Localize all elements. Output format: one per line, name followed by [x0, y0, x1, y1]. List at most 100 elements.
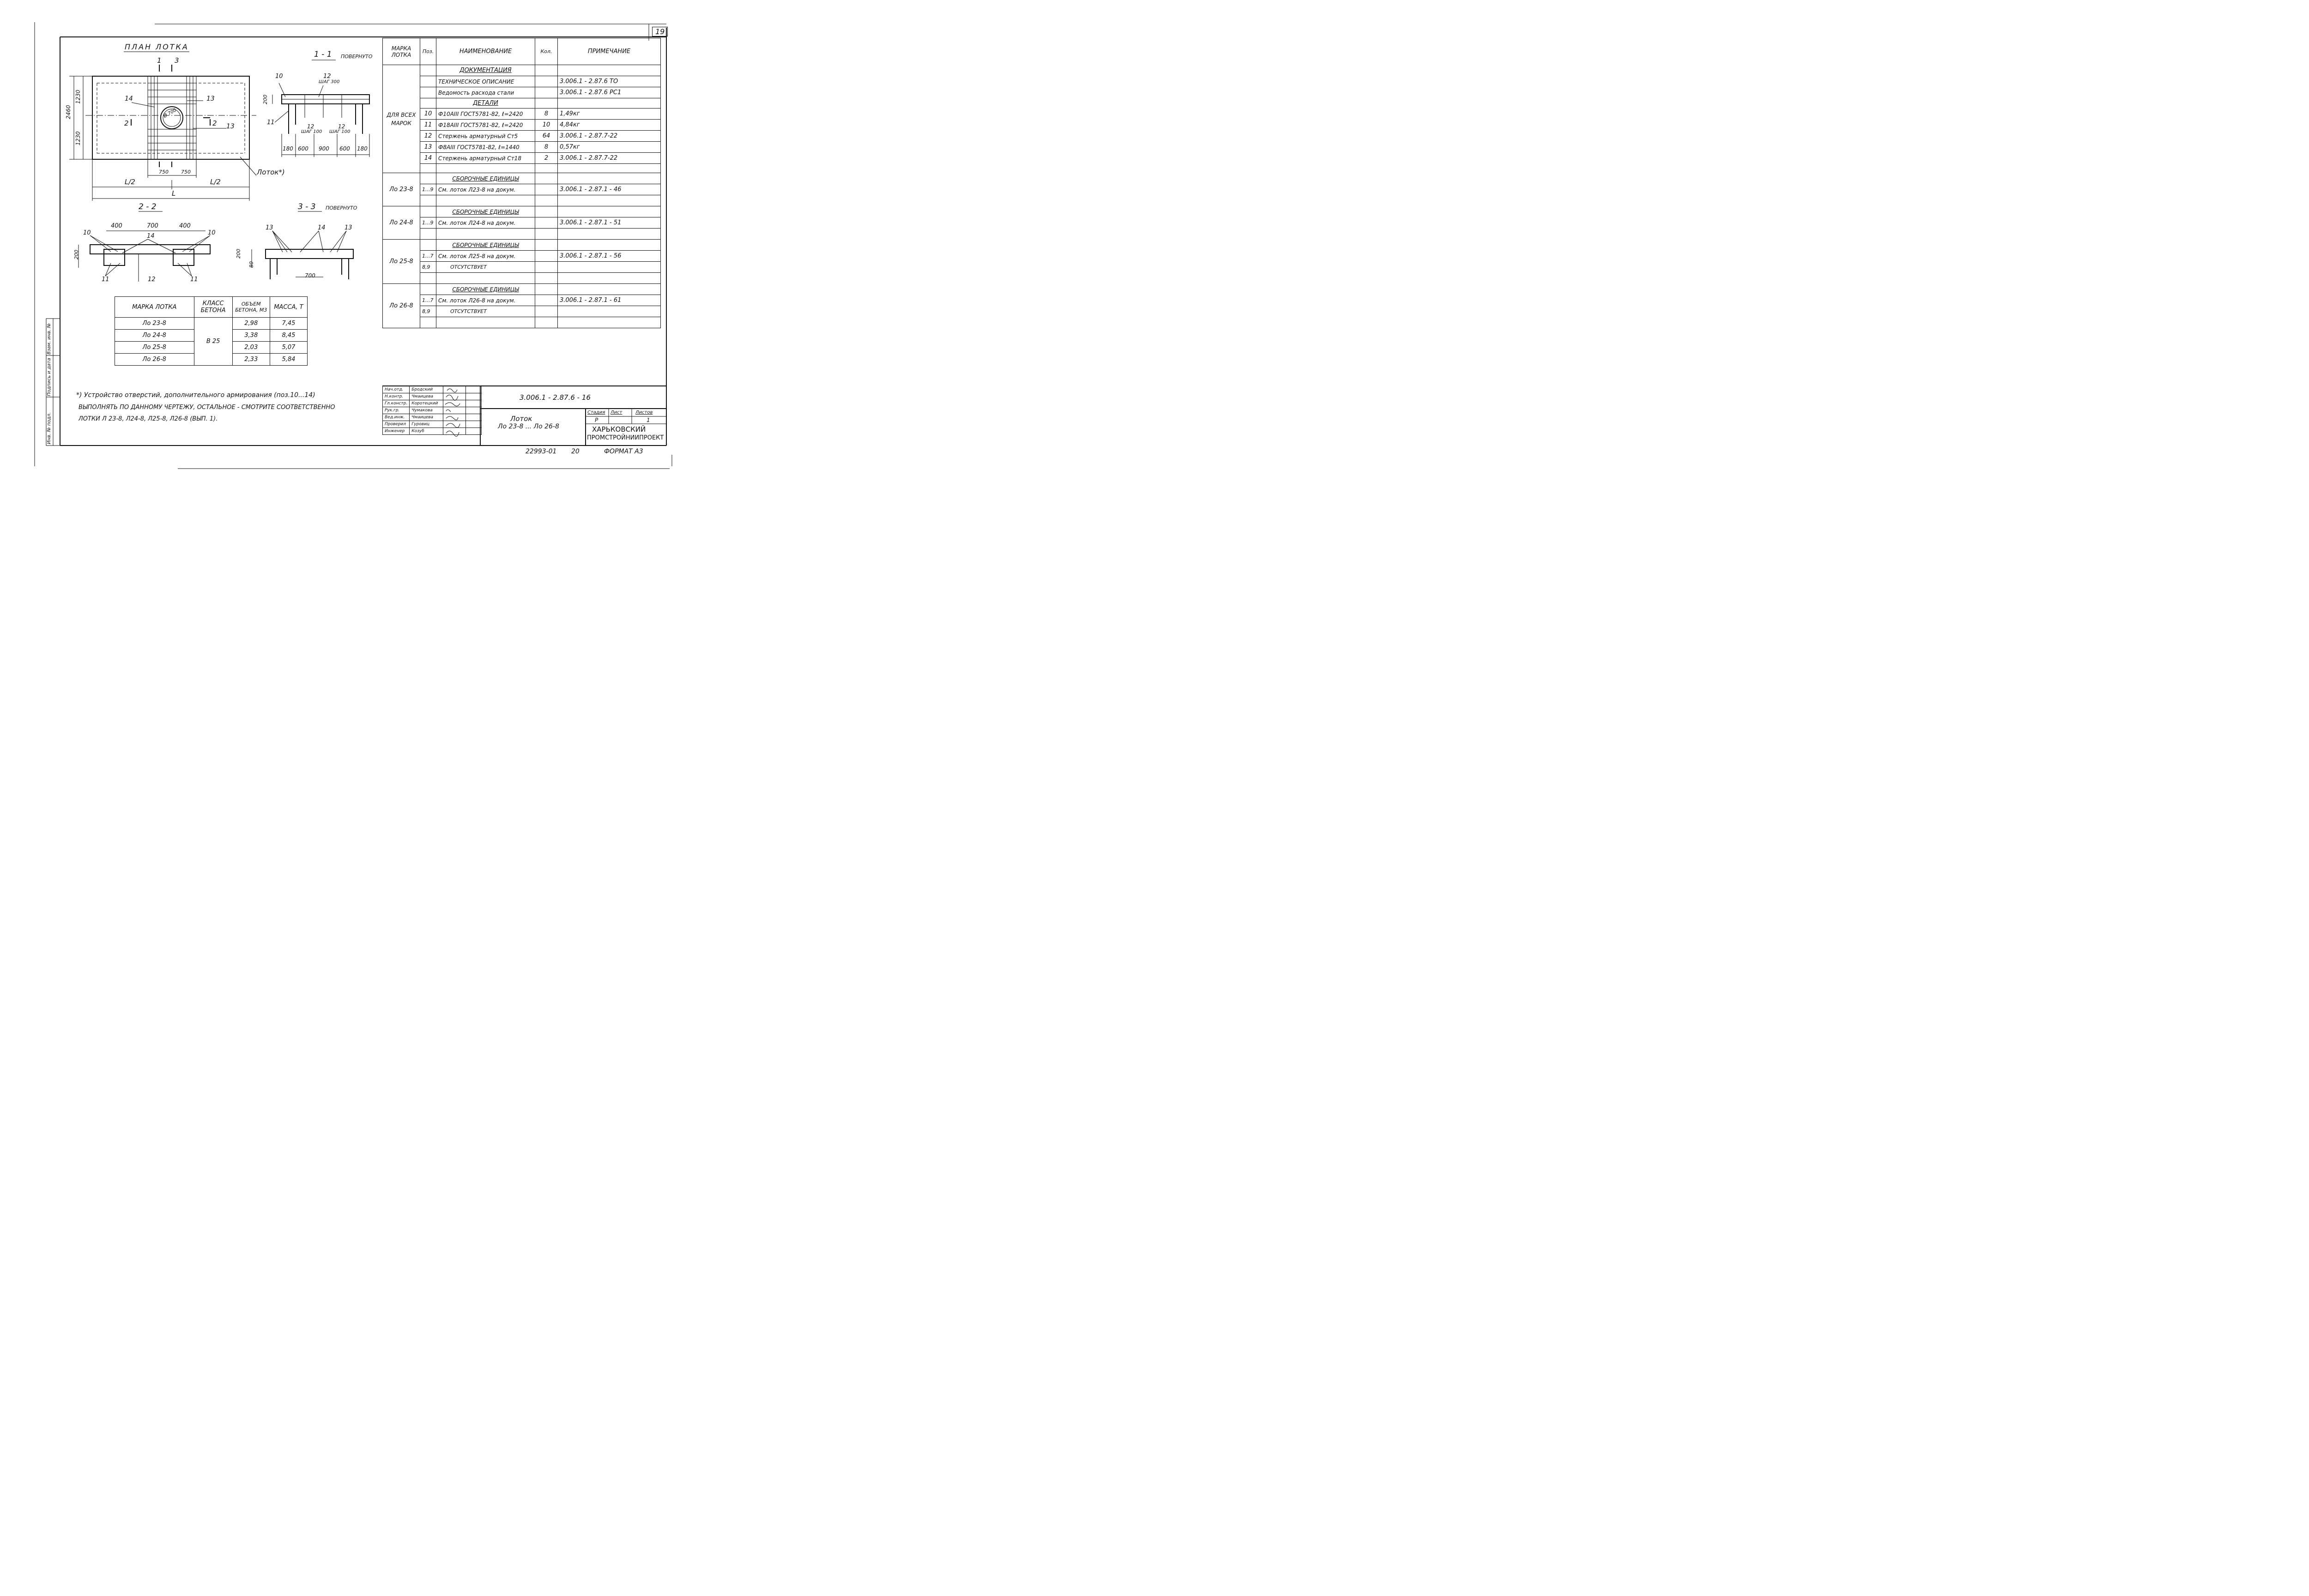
role-cell: Гл.констр.	[382, 400, 410, 407]
spec-mark-cell: Ло 24-8	[382, 206, 420, 240]
spec-group-all: Для всех марок	[382, 65, 420, 173]
spec-heading: Сборочные единицы	[436, 173, 535, 184]
volume-cell: 3,38	[232, 329, 270, 342]
s22-dim-400b: 400	[179, 223, 191, 229]
table-row: 8,9отсутствует	[383, 261, 661, 273]
spec-qty-cell: 8	[535, 108, 558, 120]
s22-callout-11b: 11	[190, 276, 198, 283]
s22-callout-10a: 10	[83, 229, 91, 236]
spec-name-cell: См. лоток Л23-8 на докум.	[436, 184, 535, 195]
footnote-line-2: выполнять по данному чертежу, остальное …	[79, 404, 335, 411]
spec-th-qty: Кол.	[535, 38, 558, 65]
mesh-lines	[148, 76, 196, 159]
spec-pos-cell: 14	[420, 152, 436, 164]
dim-half-left: L/2	[125, 178, 135, 186]
paper-format: Формат А3	[604, 448, 643, 455]
spec-note-cell: 4,84кг	[557, 119, 661, 131]
s22-h200: 200	[73, 250, 79, 259]
spec-note-cell: 3.006.1 - 2.87.7-22	[557, 130, 661, 142]
spec-note-cell: 3.006.1 - 2.87.7-22	[557, 152, 661, 164]
tray-footnote-label: Лоток*)	[257, 168, 285, 176]
callout-13-a: 13	[206, 95, 215, 102]
mass-cell: 7,45	[269, 317, 308, 330]
table-row: Ло 26-8 2,33 5,84	[115, 353, 308, 366]
s11-dim-180a: 180	[283, 145, 293, 152]
s33-callout-14: 14	[318, 224, 326, 231]
stamp-replacement-inv: Взам. инв. №	[47, 323, 52, 355]
section-2-2-title: 2 - 2	[139, 202, 157, 211]
section-1-1-note: повернуто	[341, 54, 373, 60]
name-cell: Козуб	[409, 428, 444, 435]
th-class: КЛАСС БЕТОНА	[193, 296, 233, 318]
spec-name-cell: См. лоток Л24-8 на докум.	[436, 217, 535, 229]
cut-2-right-label: 2	[212, 119, 217, 127]
spec-qty-cell: 8	[535, 141, 558, 153]
spec-name-cell: Техническое описание	[436, 76, 535, 87]
stage-value: Р	[595, 417, 598, 423]
s22-dim-700: 700	[147, 223, 158, 229]
s33-h80: 80	[248, 261, 254, 268]
s11-step-100a: шаг 100	[301, 129, 322, 134]
s11-callout-12c: 12	[338, 123, 345, 130]
organization-line-1: ХАРЬКОВСКИЙ	[592, 425, 646, 434]
callout-13-b: 13	[226, 123, 235, 130]
spec-heading: Сборочные единицы	[436, 206, 535, 217]
footnote-line-3: лотки Л 23-8, Л24-8, Л25-8, Л26-8 (вып. …	[79, 416, 218, 422]
mark-cell: Ло 26-8	[115, 353, 194, 366]
stamp-signature-date: Подпись и дата	[47, 358, 52, 396]
mass-cell: 8,45	[269, 329, 308, 342]
name-cell: Бродский	[409, 386, 444, 393]
mark-cell: Ло 23-8	[115, 317, 194, 330]
spec-note-cell: 3.006.1 - 2.87.1 - 56	[557, 250, 661, 262]
table-row: Ло 26-8 Сборочные единицы	[382, 283, 661, 328]
mark-cell: Ло 25-8	[115, 341, 194, 354]
s33-h200: 200	[236, 249, 242, 259]
mass-cell: 5,07	[269, 341, 308, 354]
organization-line-2: ПРОМСТРОЙНИИПРОЕКТ	[587, 434, 664, 441]
role-cell: Н.контр.	[382, 393, 410, 400]
spec-note-cell: 3.006.1 - 2.87.1 - 61	[557, 295, 661, 306]
dim-750-right: 750	[181, 169, 191, 175]
sheets-value: 1	[647, 417, 650, 423]
title-block-roles: Нач.отд.Бродский Н.контр.Чмаицева Гл.кон…	[382, 386, 482, 435]
dim-half-right: L/2	[210, 178, 221, 186]
volume-cell: 2,33	[232, 353, 270, 366]
s22-dim-400a: 400	[111, 223, 122, 229]
spec-pos-cell: 12	[420, 130, 436, 142]
table-row: Техническое описание3.006.1 - 2.87.6 ТО	[383, 76, 661, 87]
s11-callout-12b: 12	[307, 123, 314, 130]
plan-title: ПЛАН ЛОТКА	[125, 42, 189, 51]
spec-pos-cell: 8,9	[420, 306, 436, 317]
s11-dim-600b: 600	[339, 145, 350, 152]
role-cell: Проверил	[382, 421, 410, 428]
volume-cell: 2,98	[232, 317, 270, 330]
spec-mark-cell: Ло 26-8	[382, 283, 420, 328]
section-1-1-title: 1 - 1	[314, 50, 332, 59]
name-cell: Чумакова	[409, 407, 444, 414]
s11-dim-900: 900	[319, 145, 329, 152]
role-cell: Инженер	[382, 428, 410, 435]
spec-heading: Сборочные единицы	[436, 239, 535, 251]
th-mass: МАССА, т	[269, 296, 308, 318]
sheets-header: Листов	[635, 410, 653, 415]
doc-code: 3.006.1 - 2.87.6 - 16	[520, 393, 591, 402]
name-cell: Гуровиц	[409, 421, 444, 428]
stage-header: Стадия	[587, 410, 605, 415]
spec-note-cell: 0,57кг	[557, 141, 661, 153]
spec-name-cell: Ф18АIII ГОСТ5781-82, ℓ=2420	[436, 119, 535, 131]
spec-name-cell: Ф8АIII ГОСТ5781-82, ℓ=1440	[436, 141, 535, 153]
spec-heading: Сборочные единицы	[436, 283, 535, 295]
spec-th-name: Наименование	[436, 38, 535, 65]
dim-750-left: 750	[159, 169, 169, 175]
spec-name-cell: См. лоток Л25-8 на докум.	[436, 250, 535, 262]
th-volume: ОБЪЕМ БЕТОНА, м3	[232, 296, 270, 318]
table-row	[383, 317, 661, 328]
spec-name-cell: См. лоток Л26-8 на докум.	[436, 295, 535, 306]
spec-qty-cell: 10	[535, 119, 558, 131]
role-cell: Вед.инж.	[382, 414, 410, 421]
spec-pos-cell: 13	[420, 141, 436, 153]
